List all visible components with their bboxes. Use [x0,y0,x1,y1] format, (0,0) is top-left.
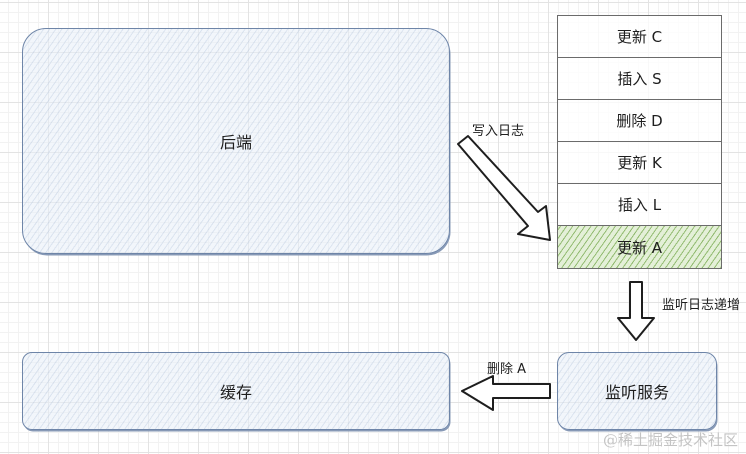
log-entry-label: 更新 C [616,28,663,46]
log-entry-label: 插入 L [617,196,662,214]
log-entry-highlighted[interactable]: 更新 A [558,226,721,268]
log-entry-label: 删除 D [616,112,663,130]
log-entry-label: 更新 K [617,154,662,172]
binlog-stack: 更新 C 插入 S 删除 D 更新 K 插入 L 更新 A [557,15,722,269]
cache-label: 缓存 [219,383,252,402]
log-entry[interactable]: 插入 S [558,58,721,100]
cache-node[interactable]: 缓存 [22,352,450,430]
log-entry[interactable]: 更新 K [558,142,721,184]
log-entry-label: 更新 A [616,238,663,257]
listener-service-label: 监听服务 [604,383,669,402]
log-entry[interactable]: 删除 D [558,100,721,142]
down-arrow-icon [617,281,655,341]
log-entry[interactable]: 更新 C [558,16,721,58]
write-log-label: 写入日志 [472,124,525,139]
diagonal-arrow-icon [457,135,551,241]
backend-node[interactable]: 后端 [22,28,450,254]
left-arrow-icon [461,375,551,411]
backend-label: 后端 [219,133,252,152]
log-entry-label: 插入 S [617,70,662,88]
delete-a-label: 删除 A [487,362,527,377]
log-entry[interactable]: 插入 L [558,184,721,226]
watermark: @稀土掘金技术社区 [602,431,738,449]
listener-service-node[interactable]: 监听服务 [557,352,717,430]
listen-log-increment-label: 监听日志递增 [662,298,741,313]
